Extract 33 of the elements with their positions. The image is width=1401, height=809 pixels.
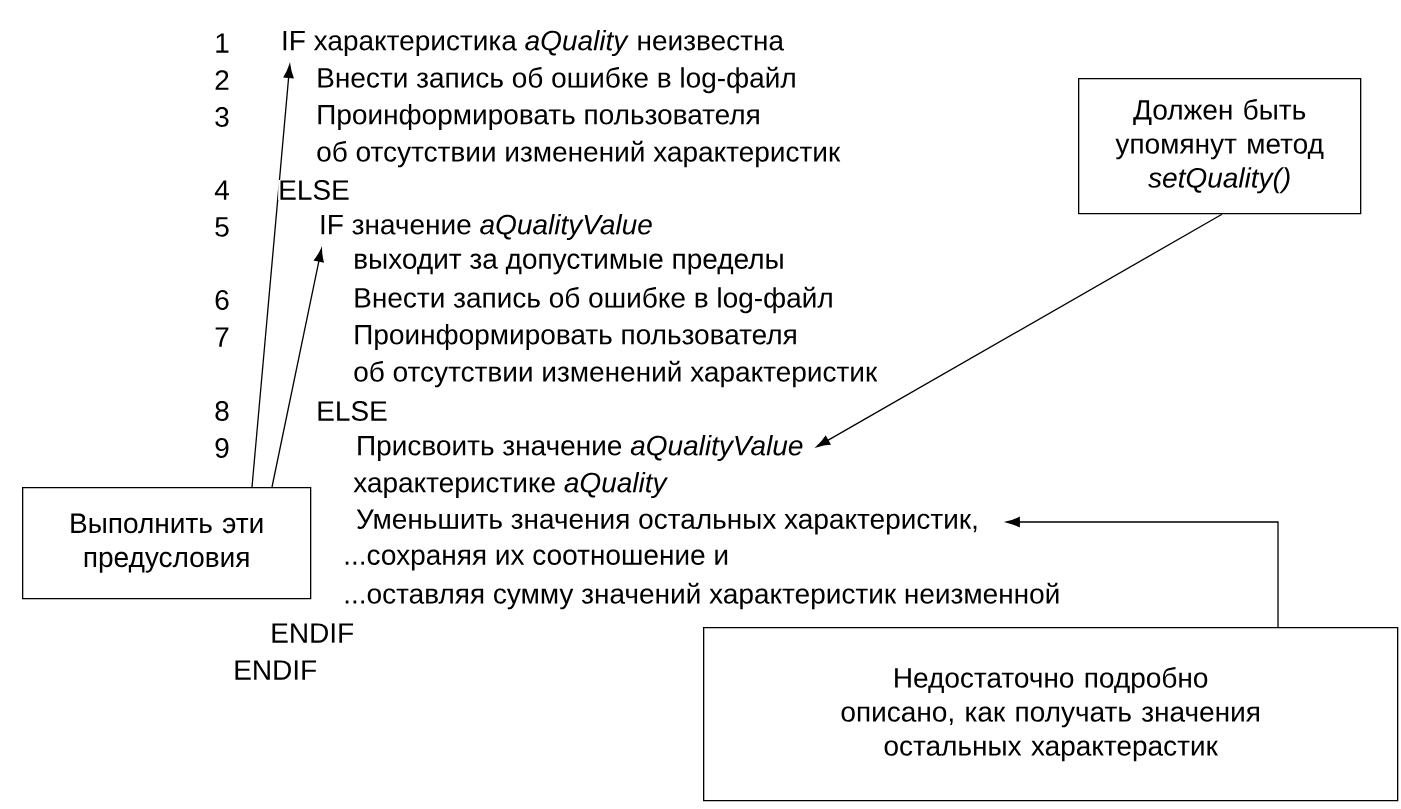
line-number: 8 bbox=[214, 401, 230, 421]
code-line: Внести запись об ошибке в log-файл bbox=[353, 286, 834, 314]
code-line: выходит за допустимые пределы bbox=[353, 253, 785, 275]
code-line: ENDIF bbox=[233, 660, 318, 680]
code-line: об отсутствии изменений характеристик bbox=[353, 360, 878, 388]
note-box: Недостаточно подробно описано, как получать значения остальных характерастик bbox=[703, 627, 1399, 802]
code-line: об отсутствии изменений характеристик bbox=[316, 140, 841, 168]
line-number: 9 bbox=[214, 438, 230, 458]
code-line: Проинформировать пользователя bbox=[316, 103, 761, 131]
line-number: 7 bbox=[214, 327, 230, 347]
code-line: ...оставляя сумму значений характеристик неизменной bbox=[343, 582, 1061, 610]
line-number: 2 bbox=[214, 70, 230, 90]
code-line: Проинформировать пользователя bbox=[353, 323, 798, 351]
note-box: Должен быть упомянут метод setQuality() bbox=[1078, 78, 1362, 215]
code-line: ...сохраняя их соотношение и bbox=[343, 549, 730, 571]
code-line: характеристике aQuality bbox=[353, 471, 668, 499]
line-number: 6 bbox=[214, 290, 230, 310]
line-number: 4 bbox=[214, 180, 230, 200]
code-line: IF значение aQualityValue bbox=[321, 213, 652, 241]
arrow bbox=[271, 248, 324, 488]
code-line: IF характеристика aQuality неизвестна bbox=[283, 29, 784, 57]
code-line: Внести запись об ошибке в log-файл bbox=[316, 66, 797, 94]
arrow bbox=[1006, 516, 1279, 628]
code-line: ELSE bbox=[316, 401, 388, 421]
code-line: Уменьшить значения остальных характеристик, bbox=[356, 509, 977, 535]
note-box: Выполнить эти предусловия bbox=[22, 487, 312, 600]
code-line: Присвоить значение aQualityValue bbox=[358, 434, 803, 462]
line-number: 1 bbox=[214, 33, 230, 53]
code-line: ENDIF bbox=[270, 623, 355, 643]
line-number: 3 bbox=[214, 107, 230, 127]
line-number: 5 bbox=[214, 217, 230, 237]
arrow bbox=[251, 64, 294, 488]
arrow bbox=[816, 213, 1223, 448]
